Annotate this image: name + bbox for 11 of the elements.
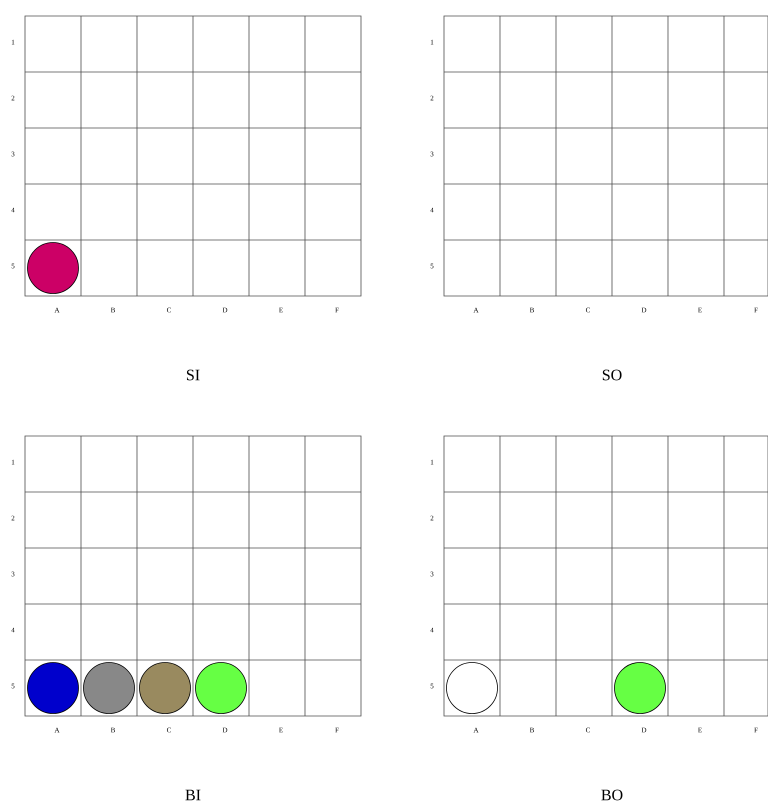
game-piece bbox=[446, 662, 498, 714]
game-piece bbox=[139, 662, 191, 714]
panel-title: BI bbox=[185, 790, 200, 800]
game-piece bbox=[27, 242, 79, 294]
game-piece bbox=[27, 662, 79, 714]
panel-title: BO bbox=[601, 790, 622, 800]
panel-title: SI bbox=[186, 370, 200, 380]
game-piece bbox=[83, 662, 135, 714]
game-piece bbox=[195, 662, 247, 714]
panel-title: SO bbox=[602, 370, 622, 380]
game-piece bbox=[614, 662, 666, 714]
